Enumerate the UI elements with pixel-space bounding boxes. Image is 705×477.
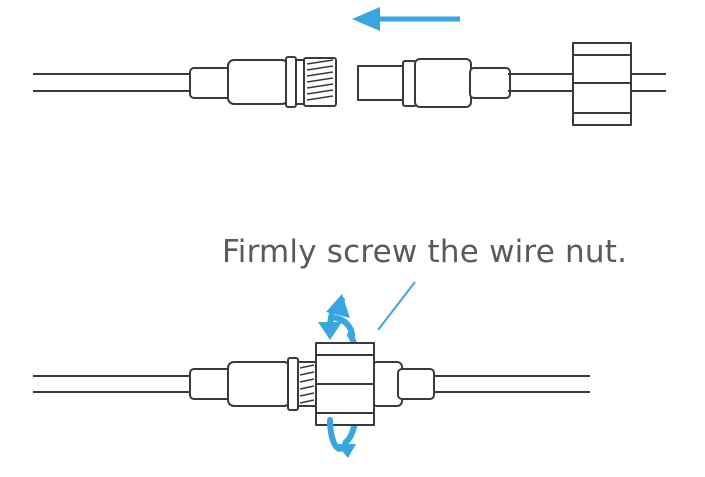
- caption-leader-line: [377, 281, 416, 331]
- right-wire: [508, 73, 666, 92]
- instruction-caption: Firmly screw the wire nut.: [222, 234, 628, 270]
- step-screwed-connection: [33, 281, 590, 458]
- left-threaded-connector: [189, 56, 337, 108]
- left-wire: [33, 73, 192, 92]
- left-connector-assembled: [189, 357, 317, 411]
- left-wire-assembled: [33, 375, 192, 393]
- circular-arrow-icon: [318, 294, 356, 458]
- arrow-left-icon: [352, 7, 460, 31]
- wire-nut-assembled: [315, 342, 375, 426]
- right-wire-assembled: [432, 375, 590, 393]
- wire-nut: [572, 42, 632, 126]
- step-separated-connectors: [33, 7, 666, 126]
- right-connector-assembled: [371, 361, 435, 407]
- right-socket-connector: [357, 58, 511, 108]
